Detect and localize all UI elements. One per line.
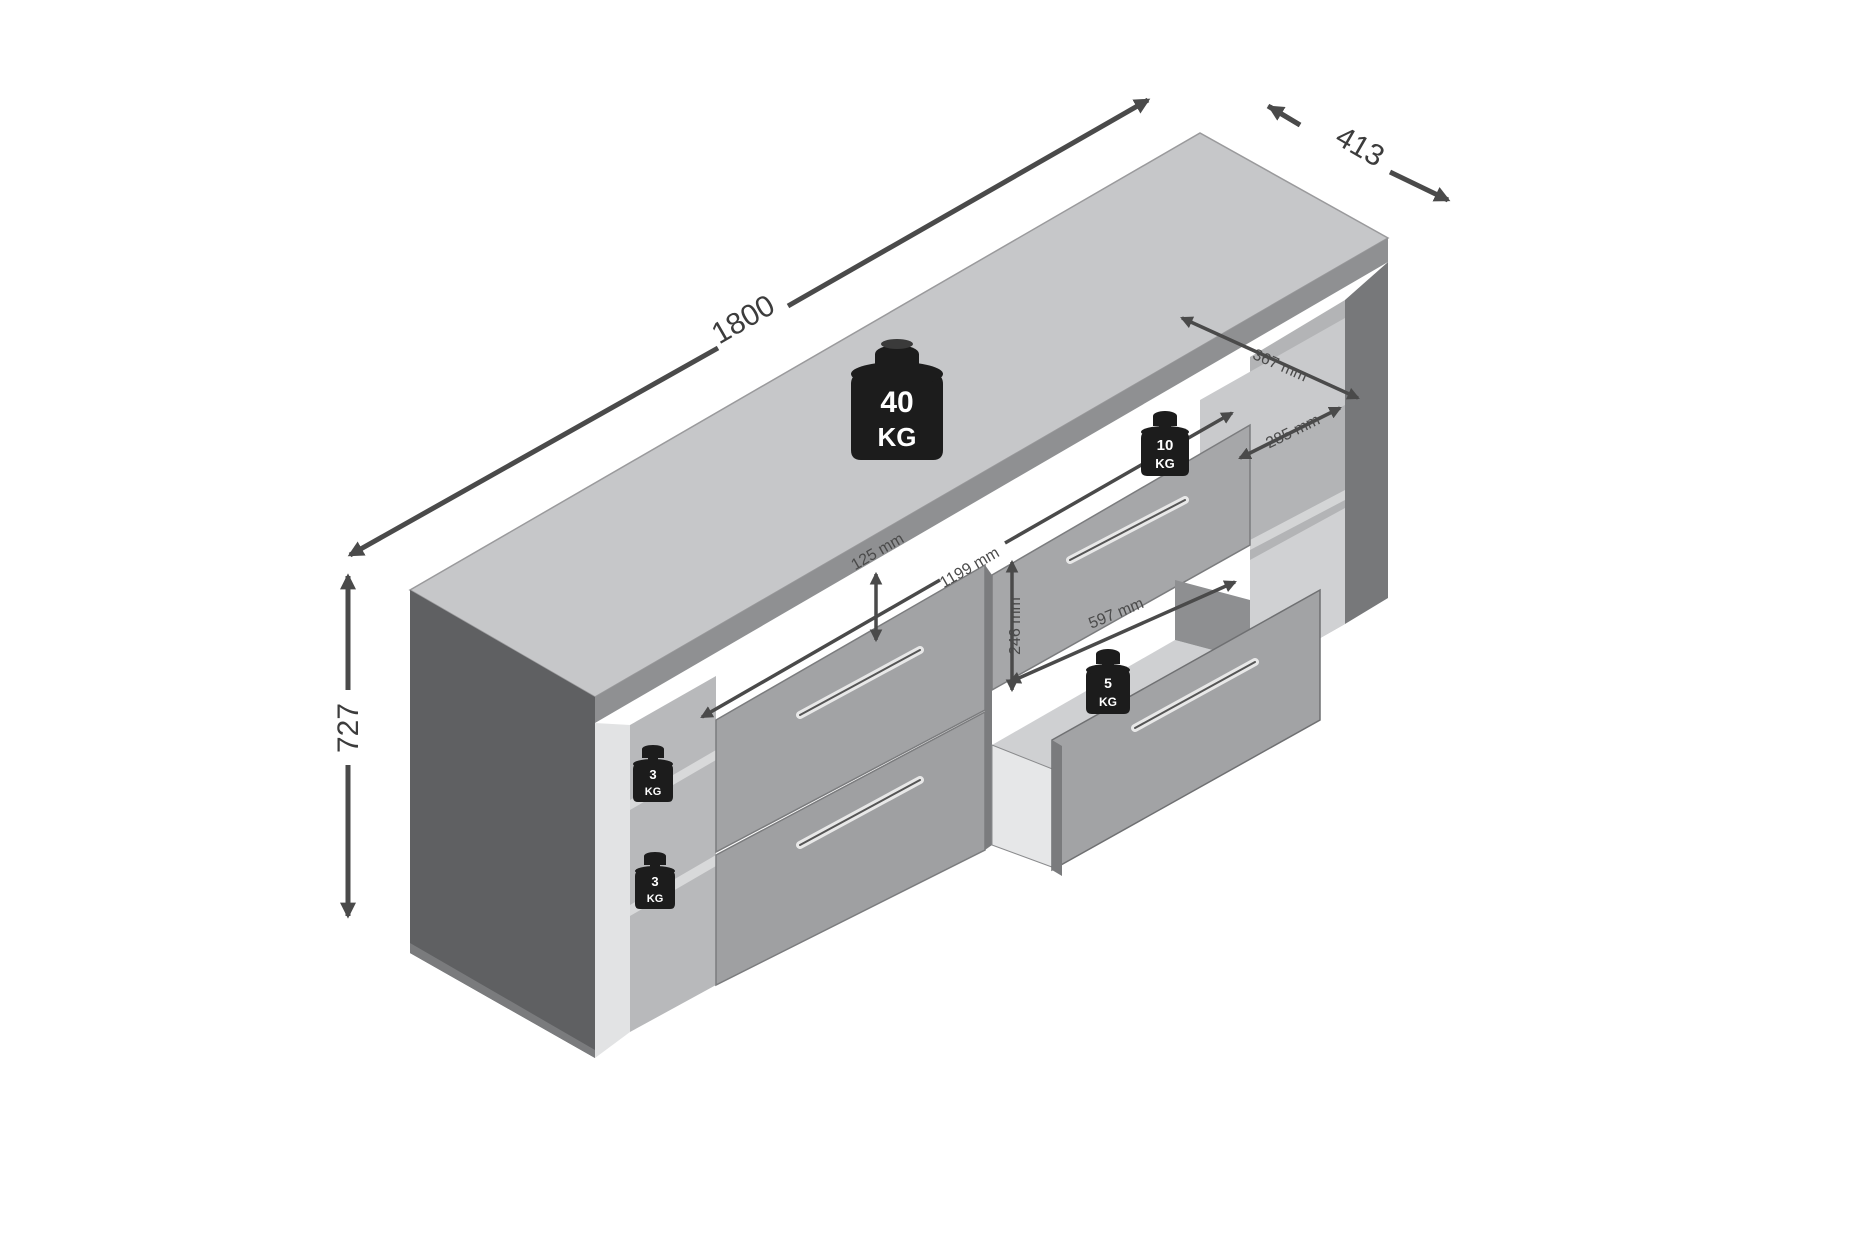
weight-value-3-lower: 3 [651, 874, 658, 889]
weight-value-40: 40 [880, 386, 913, 419]
cabinet-left-side [410, 590, 595, 1058]
drawer-open-front-edge [1052, 740, 1062, 876]
weight-unit-3-upper: KG [645, 786, 662, 798]
weight-icon-3kg-lower: 3 KG [635, 852, 675, 909]
weight-icon-10kg: 10 KG [1141, 411, 1189, 476]
cabinet [408, 132, 1390, 1058]
weight-unit-10: KG [1155, 456, 1175, 471]
left-shelf-bay-side [595, 723, 630, 1058]
weight-value-3-upper: 3 [649, 767, 656, 782]
drawer-height-label: 246 mm [1007, 597, 1024, 655]
shelf-depth-arrow [1238, 406, 1342, 460]
depth-label: 413 [1330, 120, 1390, 174]
weight-unit-5: KG [1099, 695, 1117, 709]
weight-icon-40kg: 40 KG [851, 339, 943, 460]
weight-unit-40: KG [878, 422, 917, 452]
drawer-width-arrow-right [1004, 411, 1234, 545]
weight-value-10: 10 [1157, 437, 1174, 454]
width-arrow-right [786, 97, 1151, 309]
left-shelf-bay [630, 676, 716, 1032]
height-label: 727 [332, 703, 365, 753]
cabinet-right-panel [1345, 262, 1388, 624]
width-arrow [347, 345, 720, 558]
cabinet-left-plinth [410, 943, 595, 1058]
right-shelf-board-lower [1250, 490, 1345, 550]
weight-icon-3kg-upper: 3 KG [633, 745, 673, 802]
weight-icon-5kg: 5 KG [1086, 649, 1130, 714]
drawer-width-arrow-left [700, 578, 941, 719]
depth-arrow-right [1388, 169, 1451, 203]
drawer-divider [985, 565, 992, 850]
weight-value-5: 5 [1104, 675, 1112, 691]
weight-unit-3-lower: KG [647, 893, 664, 905]
drawer-depth-arrow [1008, 580, 1237, 684]
shelf-width-arrow [1180, 316, 1360, 400]
width-label: 1800 [706, 289, 780, 351]
